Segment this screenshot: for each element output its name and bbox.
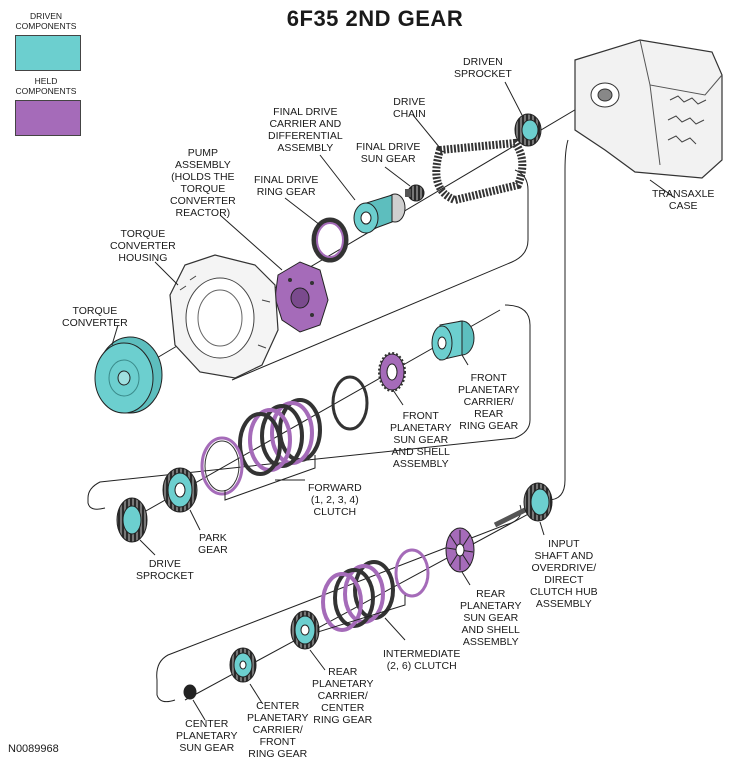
drive-chain: [432, 138, 527, 205]
drive-sprocket: [116, 497, 148, 543]
rear-planetary-carrier: [290, 610, 320, 650]
driven-sprocket: [514, 113, 542, 147]
label-front-planetary-sun-gear: FRONT PLANETARY SUN GEAR AND SHELL ASSEM…: [390, 410, 452, 470]
label-pump-assembly: PUMP ASSEMBLY (HOLDS THE TORQUE CONVERTE…: [170, 147, 236, 219]
front-planetary-carrier: [431, 320, 475, 361]
label-center-planetary-sun-gear: CENTER PLANETARY SUN GEAR: [176, 718, 238, 754]
rear-planetary-sun-gear: [445, 527, 475, 573]
legend-driven-swatch: [15, 35, 81, 71]
label-rear-planetary-sun-gear: REAR PLANETARY SUN GEAR AND SHELL ASSEMB…: [460, 588, 522, 648]
label-intermediate-clutch: INTERMEDIATE (2, 6) CLUTCH: [383, 648, 461, 672]
input-shaft-assembly: [493, 482, 553, 528]
label-final-drive-ring-gear: FINAL DRIVE RING GEAR: [254, 174, 319, 198]
label-final-drive-carrier: FINAL DRIVE CARRIER AND DIFFERENTIAL ASS…: [268, 106, 343, 154]
label-transaxle-case: TRANSAXLE CASE: [652, 188, 715, 212]
label-center-planetary-carrier: CENTER PLANETARY CARRIER/ FRONT RING GEA…: [247, 700, 309, 760]
front-planetary-sun-gear: [378, 352, 406, 392]
pump-assembly: [274, 261, 329, 333]
legend-held-swatch: [15, 100, 81, 136]
label-rear-planetary-carrier: REAR PLANETARY CARRIER/ CENTER RING GEAR: [312, 666, 374, 726]
label-forward-clutch: FORWARD (1, 2, 3, 4) CLUTCH: [308, 482, 362, 518]
intermediate-clutch-pack: [321, 548, 430, 632]
final-drive-carrier-assembly: [353, 193, 406, 234]
transaxle-case: [574, 39, 723, 179]
diagram-title: 6F35 2ND GEAR: [286, 6, 464, 31]
center-planetary-carrier: [229, 647, 257, 683]
park-gear: [162, 467, 198, 513]
label-torque-converter-housing: TORQUE CONVERTER HOUSING: [110, 228, 176, 264]
legend-driven-label: DRIVEN COMPONENTS: [15, 11, 77, 31]
legend-held-label: HELD COMPONENTS: [15, 76, 77, 96]
final-drive-sun-gear: [405, 184, 425, 202]
leader-lines: [111, 81, 676, 721]
label-input-shaft-assembly: INPUT SHAFT AND OVERDRIVE/ DIRECT CLUTCH…: [530, 538, 598, 610]
forward-clutch-pack: [200, 375, 369, 496]
torque-converter-housing: [169, 254, 279, 379]
label-drive-sprocket: DRIVE SPROCKET: [136, 558, 194, 582]
figure-code: N0089968: [8, 743, 59, 755]
label-park-gear: PARK GEAR: [198, 532, 228, 556]
center-planetary-sun-gear: [183, 684, 197, 700]
label-drive-chain: DRIVE CHAIN: [393, 96, 426, 120]
torque-converter: [94, 336, 163, 414]
final-drive-ring-gear: [311, 217, 349, 263]
label-front-planetary-carrier: FRONT PLANETARY CARRIER/ REAR RING GEAR: [458, 372, 520, 432]
label-final-drive-sun-gear: FINAL DRIVE SUN GEAR: [356, 141, 421, 165]
label-torque-converter: TORQUE CONVERTER: [62, 305, 128, 329]
label-driven-sprocket: DRIVEN SPROCKET: [454, 56, 512, 80]
